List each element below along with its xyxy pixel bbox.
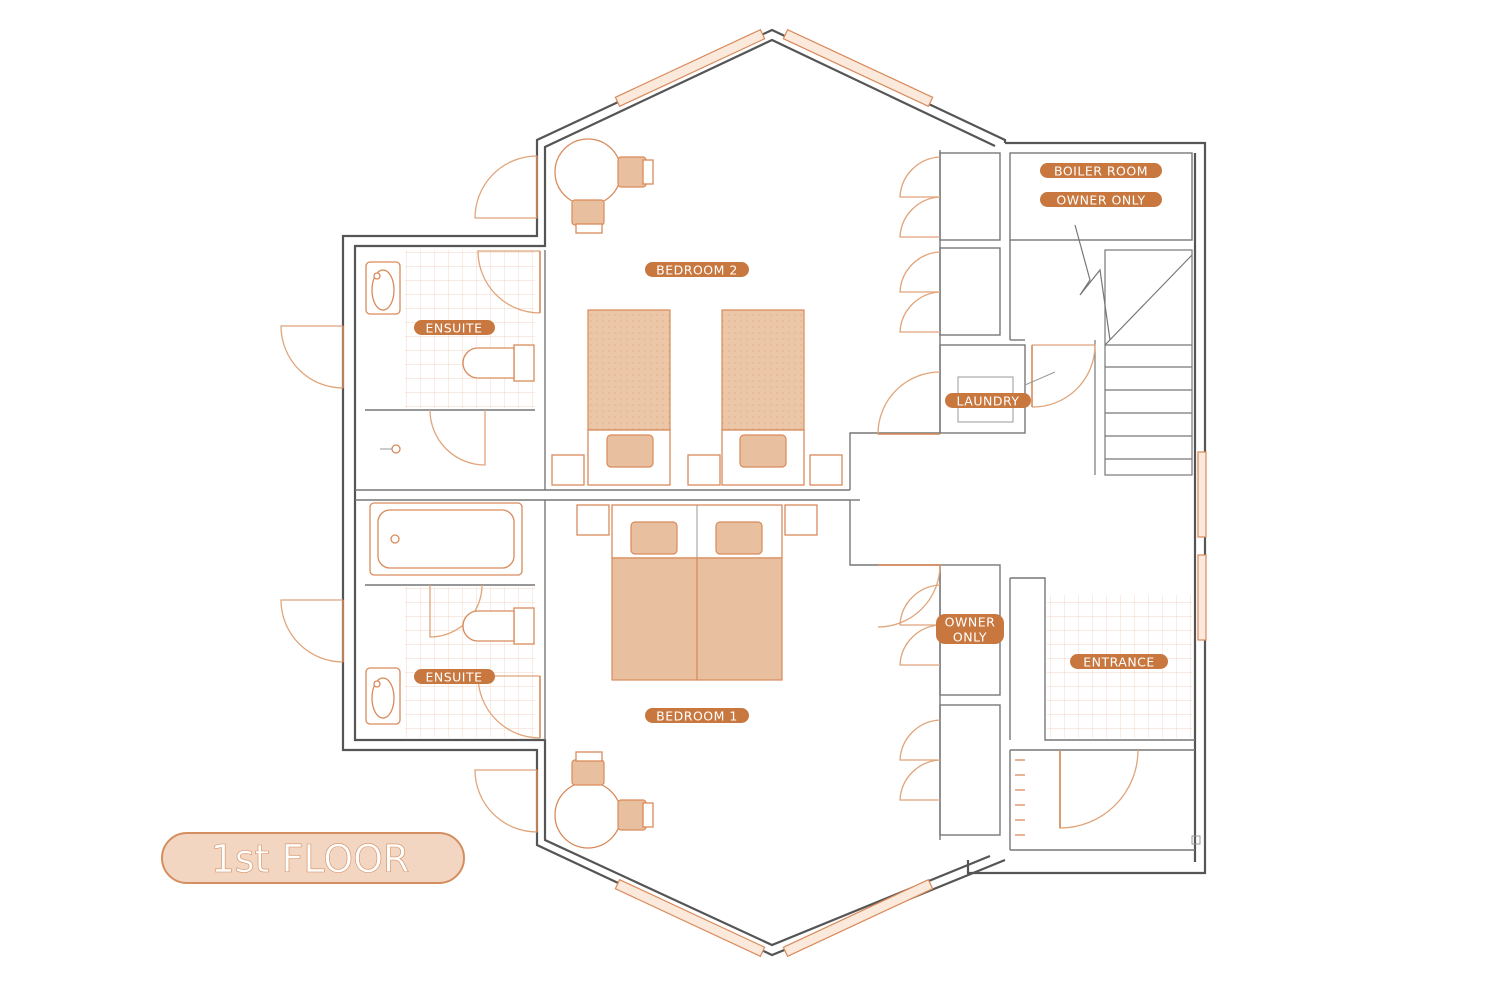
bedroom-1-furniture (554, 504, 818, 849)
doors (280, 155, 1201, 845)
room-label-boiler-room: BOILER ROOM (1040, 163, 1162, 179)
svg-text:BEDROOM 1: BEDROOM 1 (656, 709, 738, 724)
svg-text:BOILER ROOM: BOILER ROOM (1054, 164, 1148, 179)
room-label-ensuite-bottom: ENSUITE (414, 669, 495, 685)
staircase (1074, 224, 1193, 476)
svg-text:ENSUITE: ENSUITE (425, 321, 482, 336)
bedroom-2-furniture (551, 138, 843, 486)
bathroom-fixtures (365, 261, 535, 725)
interior-walls (355, 150, 1195, 851)
svg-text:LAUNDRY: LAUNDRY (957, 394, 1020, 409)
svg-text:ONLY: ONLY (953, 630, 987, 645)
room-label-ensuite-top: ENSUITE (414, 320, 495, 336)
room-label-laundry: LAUNDRY (945, 393, 1031, 409)
floor-label-badge: 1st FLOOR (161, 832, 465, 884)
room-label-owner-only: OWNER ONLY (936, 614, 1004, 645)
room-label-boiler-owner-only: OWNER ONLY (1040, 192, 1162, 208)
svg-text:BEDROOM 2: BEDROOM 2 (656, 263, 738, 278)
room-label-entrance: ENTRANCE (1070, 654, 1168, 670)
svg-text:ENTRANCE: ENTRANCE (1083, 655, 1155, 670)
outer-walls (341, 28, 1207, 957)
svg-text:ENSUITE: ENSUITE (425, 670, 482, 685)
room-label-bedroom-2: BEDROOM 2 (645, 262, 749, 278)
svg-text:OWNER ONLY: OWNER ONLY (1056, 193, 1145, 208)
svg-text:OWNER: OWNER (945, 615, 996, 630)
room-label-bedroom-1: BEDROOM 1 (645, 708, 749, 724)
windows (614, 28, 1207, 958)
svg-text:1st FLOOR: 1st FLOOR (211, 837, 410, 881)
